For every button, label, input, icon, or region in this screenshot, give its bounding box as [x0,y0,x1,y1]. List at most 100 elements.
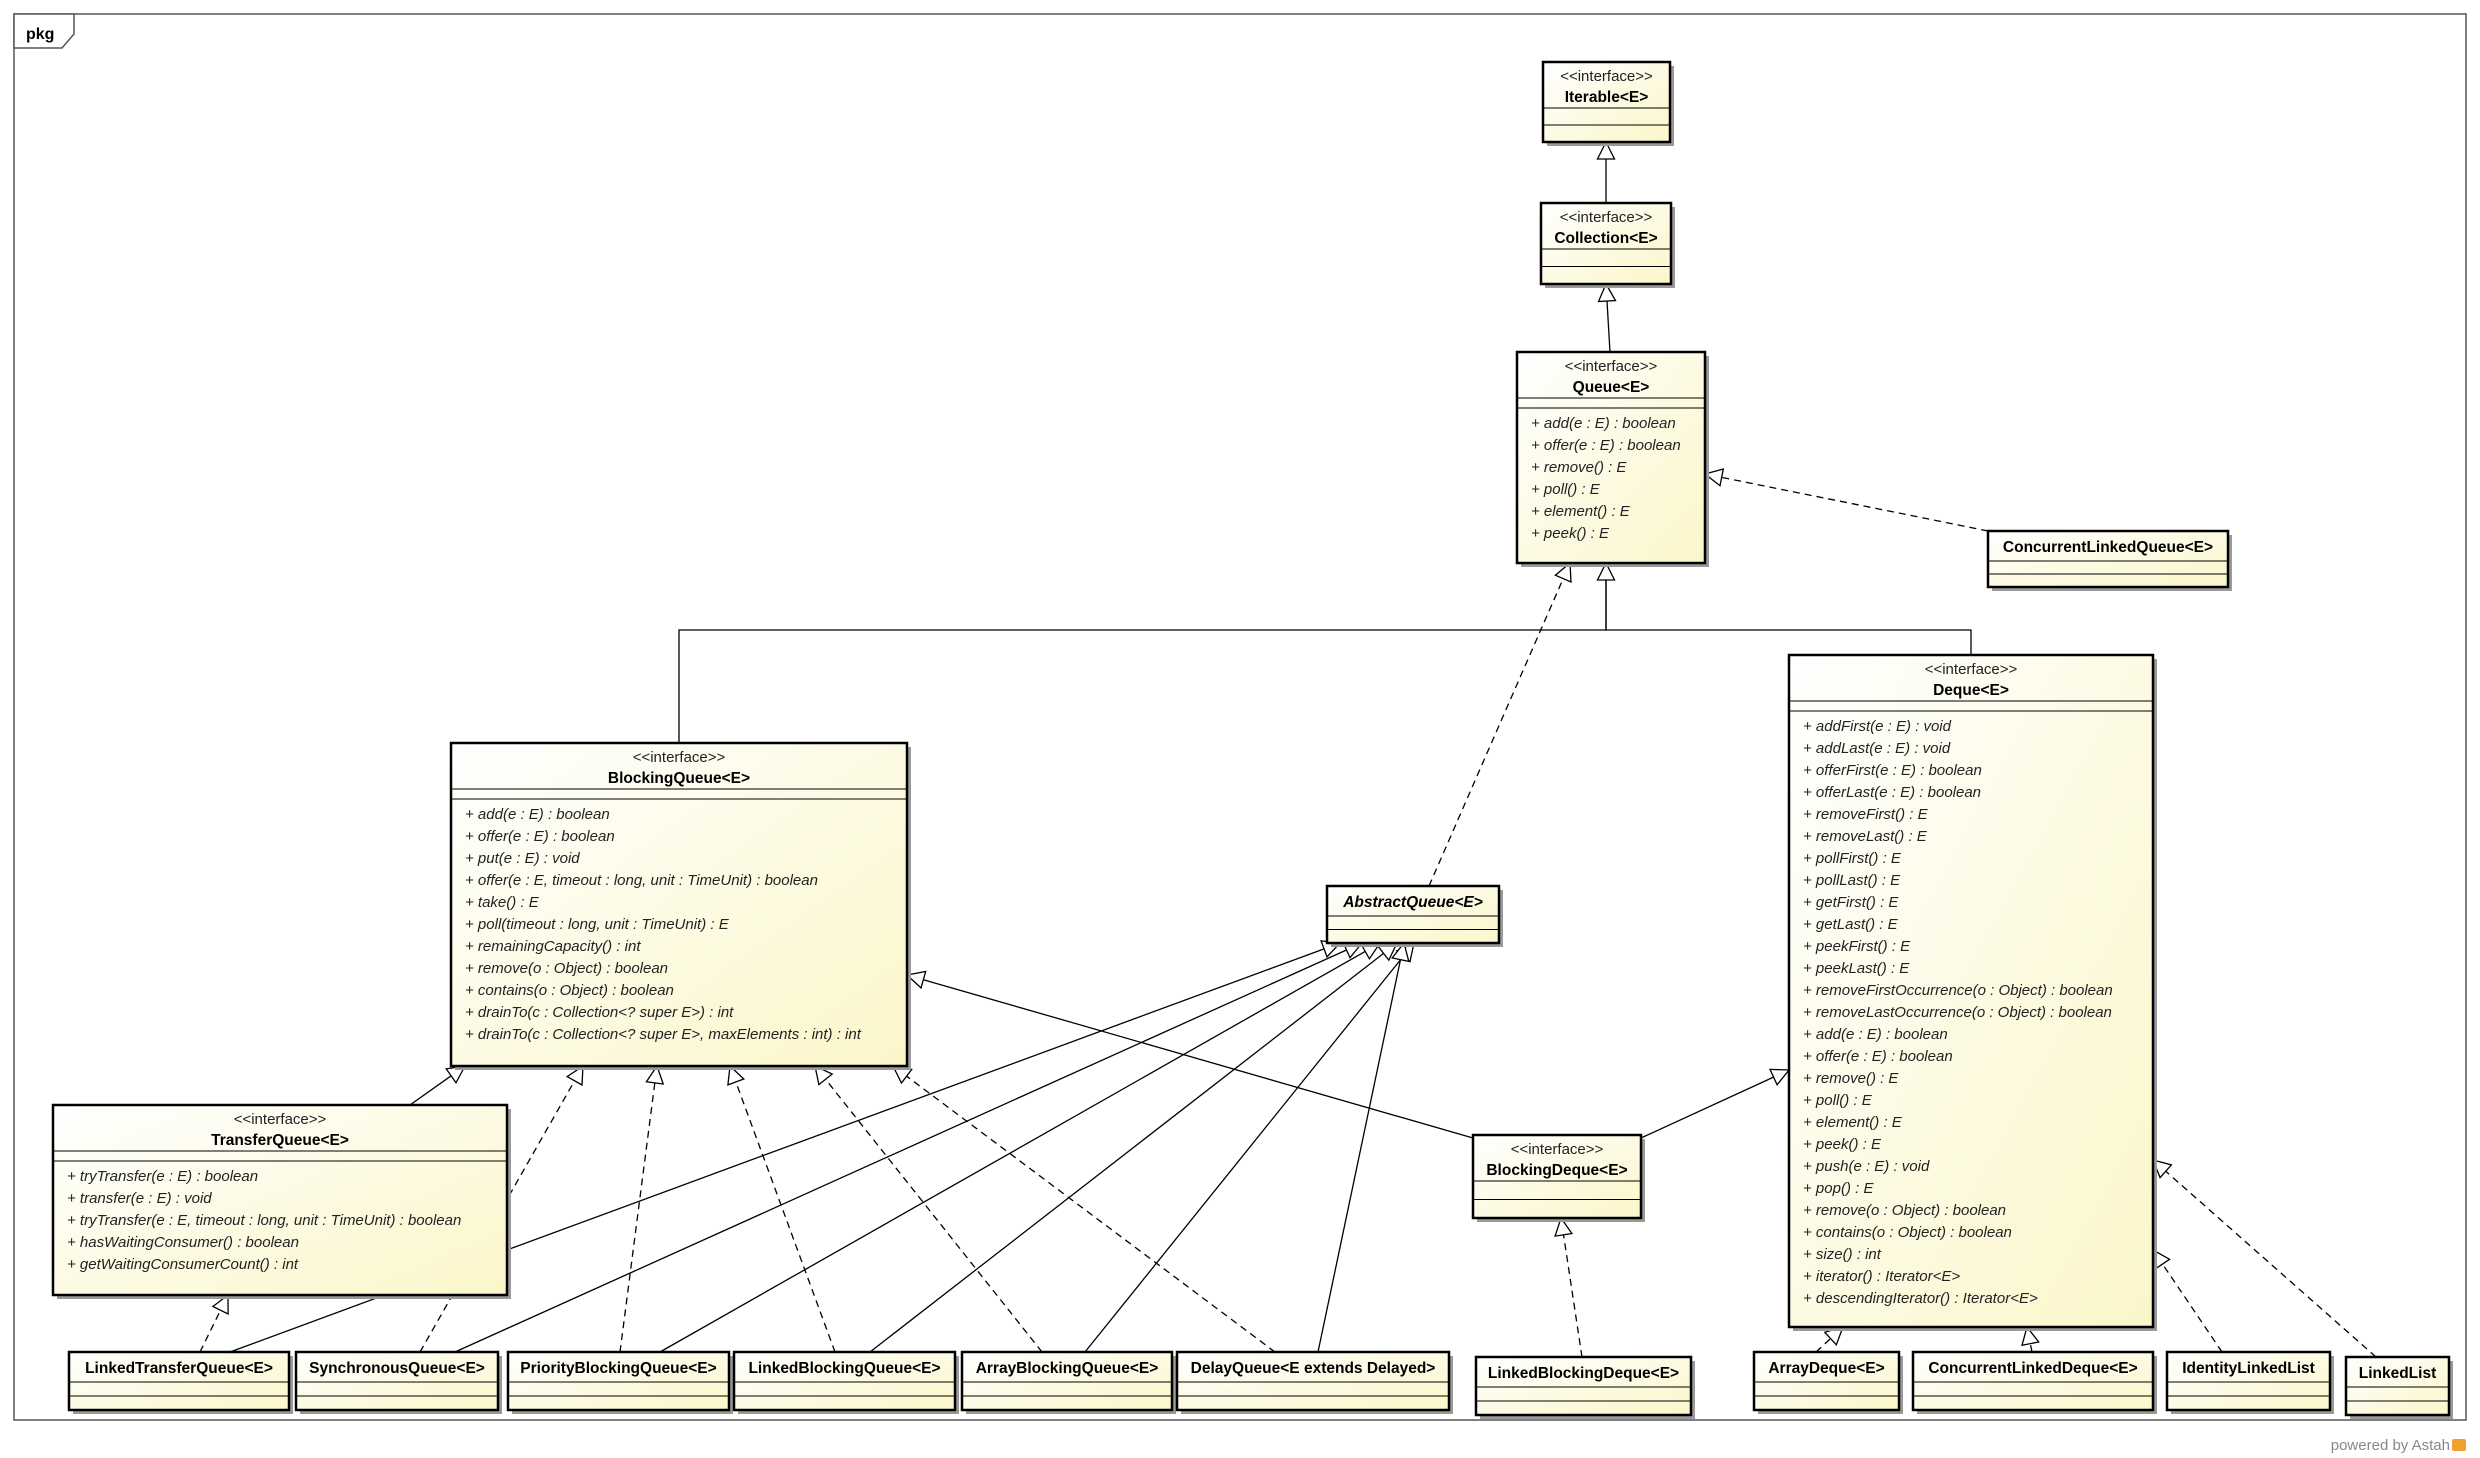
class-lbd[interactable]: LinkedBlockingDeque<E> [1474,1355,1695,1419]
generalization-line [1084,955,1404,1353]
arrowhead-triangle [1597,282,1617,303]
class-operation: + peek() : E [1803,1136,1882,1153]
arrowhead-triangle [211,1293,229,1316]
class-clq[interactable]: ConcurrentLinkedQueue<E> [1986,529,2232,591]
class-box [1911,1350,2155,1412]
relation-blockingqueue-to-queue [678,561,1616,743]
class-name: BlockingQueue<E> [608,770,750,787]
class-operation: + offer(e : E) : boolean [1531,437,1681,454]
class-operation: + getWaitingConsumerCount() : int [67,1256,299,1273]
class-abq[interactable]: ArrayBlockingQueue<E> [960,1350,1176,1414]
class-operation: + offer(e : E, timeout : long, unit : Ti… [465,872,818,889]
arrowhead-triangle [1703,468,1725,487]
class-ad[interactable]: ArrayDeque<E> [1752,1350,1903,1414]
generalization-line [869,952,1384,1353]
class-box [449,741,909,1068]
class-name: LinkedTransferQueue<E> [85,1360,273,1377]
class-cld[interactable]: ConcurrentLinkedDeque<E> [1911,1350,2157,1414]
arrowhead-triangle [1554,561,1572,584]
class-operation: + tryTransfer(e : E) : boolean [67,1168,258,1185]
class-box [2165,1350,2332,1412]
class-box [1175,1350,1451,1412]
class-operation: + push(e : E) : void [1803,1158,1930,1175]
class-blockingqueue[interactable]: <<interface>>BlockingQueue<E>+ add(e : E… [449,741,911,1070]
class-dq[interactable]: DelayQueue<E extends Delayed> [1175,1350,1453,1414]
realization-line [735,1081,836,1353]
class-name: LinkedList [2359,1365,2437,1382]
realization-line [619,1082,656,1353]
class-pbq[interactable]: PriorityBlockingQueue<E> [506,1350,733,1414]
realization-line [1428,578,1564,887]
class-ll[interactable]: LinkedList [2344,1355,2453,1419]
class-box [1787,653,2155,1329]
class-operation: + add(e : E) : boolean [1531,415,1676,432]
class-deque[interactable]: <<interface>>Deque<E>+ addFirst(e : E) :… [1787,653,2157,1331]
realization-line [2165,1170,2377,1358]
arrowhead-triangle [565,1064,584,1087]
class-operation: + put(e : E) : void [465,850,580,867]
class-operation: + removeFirst() : E [1803,806,1929,823]
class-operation: + poll(timeout : long, unit : TimeUnit) … [465,916,730,933]
class-operation: + remove() : E [1531,459,1627,476]
class-sq[interactable]: SynchronousQueue<E> [294,1350,502,1414]
class-operation: + contains(o : Object) : boolean [1803,1224,2012,1241]
class-operation: + poll() : E [1531,481,1601,498]
class-iterable[interactable]: <<interface>>Iterable<E> [1541,60,1674,146]
arrowhead-triangle [905,970,927,990]
relation-lbq-to-blockingqueue [727,1064,836,1353]
generalization-line [1640,1076,1774,1139]
classes-layer: <<interface>>Iterable<E> <<interface>>Col… [51,60,2453,1419]
relation-deque-to-queue [1605,580,1972,655]
class-operation: + remove(o : Object) : boolean [1803,1202,2006,1219]
realization-line [906,1075,1276,1353]
class-stereotype: <<interface>> [1511,1141,1604,1158]
class-operation: + poll() : E [1803,1092,1873,1109]
class-operation: + pollLast() : E [1803,872,1901,889]
generalization-line [409,1075,452,1106]
class-box [1471,1133,1643,1220]
class-operation: + removeLastOccurrence(o : Object) : boo… [1803,1004,2112,1021]
class-operation: + add(e : E) : boolean [1803,1026,1948,1043]
class-operation: + peek() : E [1531,525,1610,542]
class-box [732,1350,957,1412]
arrowhead-triangle [645,1064,665,1085]
class-name: ConcurrentLinkedQueue<E> [2003,539,2213,556]
class-ill[interactable]: IdentityLinkedList [2165,1350,2334,1414]
class-ltq[interactable]: LinkedTransferQueue<E> [67,1350,293,1414]
class-box [506,1350,731,1412]
class-collection[interactable]: <<interface>>Collection<E> [1539,201,1675,288]
relation-dq-to-blockingqueue [891,1065,1276,1353]
class-name: BlockingDeque<E> [1486,1162,1627,1179]
class-box [1752,1350,1901,1412]
arrowhead-triangle [1391,941,1410,963]
generalization-line [659,950,1366,1353]
class-abstractqueue[interactable]: AbstractQueue<E> [1325,884,1503,947]
relation-transferqueue-to-blockingqueue [409,1065,467,1106]
class-name: Deque<E> [1933,682,2009,699]
package-frame: pkg [13,13,2467,1421]
class-stereotype: <<interface>> [234,1111,327,1128]
class-operation: + peekFirst() : E [1803,938,1911,955]
generalization-line [454,949,1347,1353]
class-transferqueue[interactable]: <<interface>> TransferQueue<E> + tryTransf… [51,1103,511,1299]
class-operation: + transfer(e : E) : void [67,1190,212,1207]
class-name: TransferQueue<E> [211,1132,349,1149]
class-operation: + peekLast() : E [1803,960,1910,977]
class-name: DelayQueue<E extends Delayed> [1191,1360,1436,1377]
class-operation: + hasWaitingConsumer() : boolean [67,1234,299,1251]
realization-line [2029,1343,2033,1353]
relation-pbq-to-blockingqueue [619,1064,665,1353]
generalization-line [1605,580,1972,655]
class-operation: + pollFirst() : E [1803,850,1902,867]
class-name: SynchronousQueue<E> [309,1360,485,1377]
class-queue[interactable]: <<interface>>Queue<E>+ add(e : E) : bool… [1515,350,1709,567]
class-name: PriorityBlockingQueue<E> [520,1360,716,1377]
class-operation: + removeFirstOccurrence(o : Object) : bo… [1803,982,2113,999]
class-lbq[interactable]: LinkedBlockingQueue<E> [732,1350,959,1414]
class-blockingdeque[interactable]: <<interface>> BlockingDeque<E> [1471,1133,1645,1222]
relation-blockingdeque-to-blockingqueue [905,970,1474,1139]
realization-line [1815,1338,1831,1353]
generalization-line [678,580,1607,743]
class-stereotype: <<interface>> [1565,358,1658,375]
relation-abstractqueue-to-queue [1428,561,1572,887]
